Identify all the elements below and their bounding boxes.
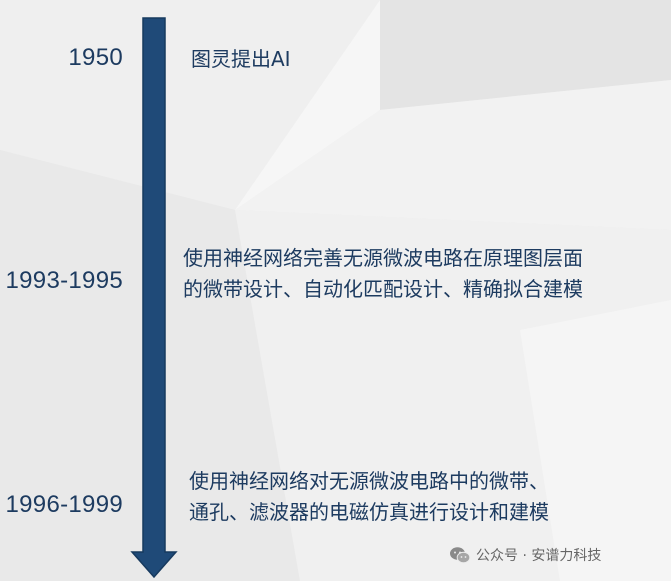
- watermark-text: 公众号 · 安谱力科技: [476, 548, 602, 564]
- wechat-icon: [450, 547, 471, 564]
- desc-line: 通孔、滤波器的电磁仿真进行设计和建模: [189, 500, 549, 524]
- desc-line: 的微带设计、自动化匹配设计、精确拟合建模: [183, 277, 583, 301]
- timeline-desc-1950: 图灵提出AI: [191, 44, 291, 75]
- timeline-desc-1996: 使用神经网络对无源微波电路中的微带、 通孔、滤波器的电磁仿真进行设计和建模: [189, 466, 549, 528]
- timeline-desc-1993: 使用神经网络完善无源微波电路在原理图层面 的微带设计、自动化匹配设计、精确拟合建…: [183, 243, 583, 305]
- timeline-year-1993: 1993-1995: [5, 267, 123, 294]
- desc-line: 使用神经网络完善无源微波电路在原理图层面: [183, 246, 583, 270]
- watermark: 公众号 · 安谱力科技: [449, 545, 601, 565]
- desc-line: 使用神经网络对无源微波电路中的微带、: [189, 469, 549, 493]
- desc-line: 图灵提出AI: [191, 47, 291, 71]
- timeline-year-1950: 1950: [68, 44, 123, 71]
- timeline-year-1996: 1996-1999: [5, 491, 123, 518]
